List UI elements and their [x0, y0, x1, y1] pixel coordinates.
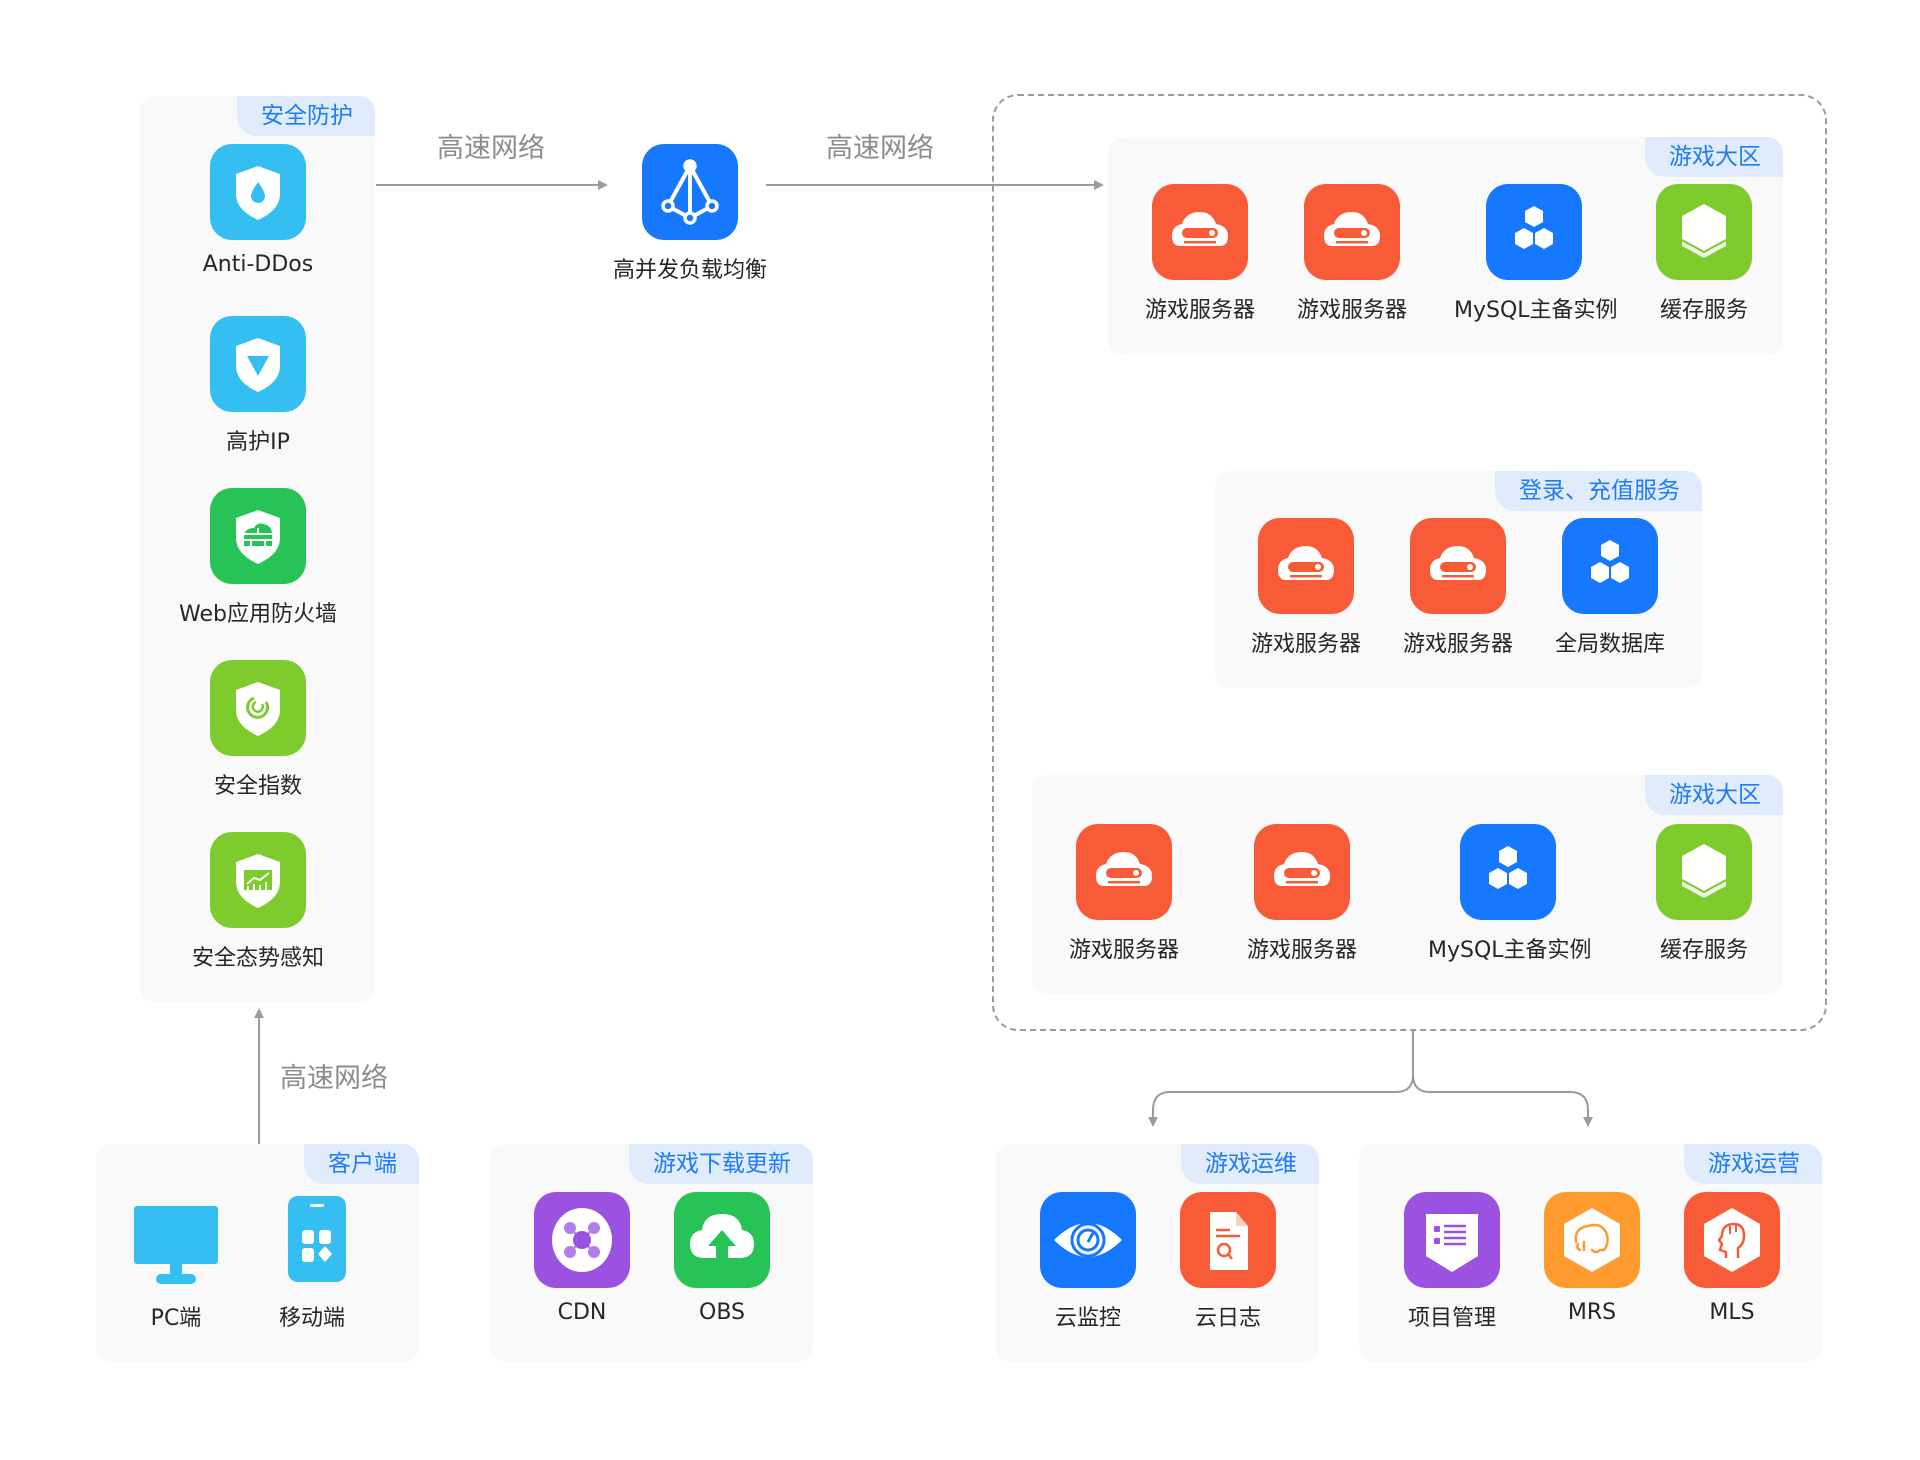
arrow-to-operate: [1412, 1074, 1593, 1127]
elephant-hexagon-icon: [1544, 1192, 1640, 1288]
item-label: MySQL主备实例: [1428, 938, 1592, 963]
item-label: 游戏服务器: [1246, 938, 1357, 963]
item-label: 云日志: [1194, 1306, 1261, 1331]
item-label: 云监控: [1054, 1306, 1121, 1331]
login-item[interactable]: 全局数据库: [1530, 518, 1690, 658]
item-label: PC端: [150, 1306, 202, 1331]
mobile-phone-icon: [264, 1192, 360, 1288]
project-list-icon: [1404, 1192, 1500, 1288]
zone-top-item[interactable]: 缓存服务: [1624, 184, 1784, 324]
network-label-3: 高速网络: [280, 1063, 388, 1094]
zone-bottom-item[interactable]: MySQL主备实例: [1428, 824, 1592, 964]
cloud-upload-icon: [674, 1192, 770, 1288]
group-tag: 登录、充值服务: [1495, 471, 1702, 511]
item-label: 全局数据库: [1554, 632, 1665, 657]
item-label: 安全指数: [213, 774, 302, 799]
security-item[interactable]: Web应用防火墙: [178, 488, 338, 628]
item-label: 缓存服务: [1659, 938, 1748, 963]
group-tag: 游戏大区: [1645, 775, 1783, 815]
login-item[interactable]: 游戏服务器: [1226, 518, 1386, 658]
item-label: 高并发负载均衡: [612, 258, 767, 283]
item-label: Web应用防火墙: [179, 602, 337, 627]
eye-monitor-icon: [1040, 1192, 1136, 1288]
zone-top-item[interactable]: MySQL主备实例: [1454, 184, 1618, 324]
group-tag: 安全防护: [237, 96, 375, 136]
item-label: 游戏服务器: [1250, 632, 1361, 657]
item-label: OBS: [699, 1300, 745, 1325]
security-item[interactable]: Anti-DDos: [178, 144, 338, 277]
item-label: 缓存服务: [1659, 298, 1748, 323]
operate-item[interactable]: MRS: [1512, 1192, 1672, 1325]
cloud-server-icon: [1254, 824, 1350, 920]
database-hexagons-icon: [1460, 824, 1556, 920]
shield-firewall-icon: [210, 488, 306, 584]
cloud-server-icon: [1152, 184, 1248, 280]
item-label: 安全态势感知: [191, 946, 324, 971]
item-label: 移动端: [278, 1306, 345, 1331]
log-document-icon: [1180, 1192, 1276, 1288]
cloud-server-icon: [1258, 518, 1354, 614]
shield-gauge-icon: [210, 660, 306, 756]
cloud-server-icon: [1076, 824, 1172, 920]
item-label: 高护IP: [226, 430, 290, 455]
group-tag: 游戏运维: [1181, 1144, 1319, 1184]
cache-cube-icon: [1656, 824, 1752, 920]
arrow-to-ops: [1148, 1029, 1414, 1127]
operate-item[interactable]: MLS: [1652, 1192, 1812, 1325]
shield-triangle-icon: [210, 316, 306, 412]
item-label: 项目管理: [1407, 1306, 1496, 1331]
cloud-server-icon: [1304, 184, 1400, 280]
item-label: MLS: [1709, 1300, 1755, 1325]
zone-bottom-item[interactable]: 游戏服务器: [1044, 824, 1204, 964]
cdn-network-icon: [534, 1192, 630, 1288]
operate-item[interactable]: 项目管理: [1372, 1192, 1532, 1332]
download-item[interactable]: OBS: [642, 1192, 802, 1325]
monitor-icon: [128, 1192, 224, 1288]
security-item[interactable]: 安全指数: [178, 660, 338, 800]
zone-top-item[interactable]: 游戏服务器: [1120, 184, 1280, 324]
security-item[interactable]: 安全态势感知: [178, 832, 338, 972]
cloud-server-icon: [1410, 518, 1506, 614]
item-label: Anti-DDos: [202, 252, 314, 277]
ops-item[interactable]: 云监控: [1008, 1192, 1168, 1332]
game-cluster-dashed-region: [992, 94, 1827, 1031]
item-label: 游戏服务器: [1296, 298, 1407, 323]
load-balancer[interactable]: 高并发负载均衡: [610, 144, 770, 284]
item-label: MRS: [1567, 1300, 1617, 1325]
zone-top-item[interactable]: 游戏服务器: [1272, 184, 1432, 324]
load-balancer-icon: [642, 144, 738, 240]
item-label: 游戏服务器: [1068, 938, 1179, 963]
item-label: 游戏服务器: [1402, 632, 1513, 657]
item-label: CDN: [557, 1300, 607, 1325]
database-hexagons-icon: [1562, 518, 1658, 614]
group-tag: 游戏大区: [1645, 137, 1783, 177]
ops-item[interactable]: 云日志: [1148, 1192, 1308, 1332]
client-item[interactable]: PC端: [96, 1192, 256, 1332]
shield-drop-icon: [210, 144, 306, 240]
brain-head-hexagon-icon: [1684, 1192, 1780, 1288]
zone-bottom-item[interactable]: 缓存服务: [1624, 824, 1784, 964]
cache-cube-icon: [1656, 184, 1752, 280]
security-item[interactable]: 高护IP: [178, 316, 338, 456]
zone-bottom-item[interactable]: 游戏服务器: [1222, 824, 1382, 964]
item-label: MySQL主备实例: [1454, 298, 1618, 323]
login-item[interactable]: 游戏服务器: [1378, 518, 1538, 658]
item-label: 游戏服务器: [1144, 298, 1255, 323]
group-tag: 游戏运营: [1684, 1144, 1822, 1184]
group-tag: 客户端: [304, 1144, 419, 1184]
download-item[interactable]: CDN: [502, 1192, 662, 1325]
shield-chart-icon: [210, 832, 306, 928]
network-label-1: 高速网络: [437, 133, 545, 164]
database-hexagons-icon: [1486, 184, 1582, 280]
client-item[interactable]: 移动端: [232, 1192, 392, 1332]
network-label-2: 高速网络: [826, 133, 934, 164]
group-tag: 游戏下载更新: [629, 1144, 813, 1184]
